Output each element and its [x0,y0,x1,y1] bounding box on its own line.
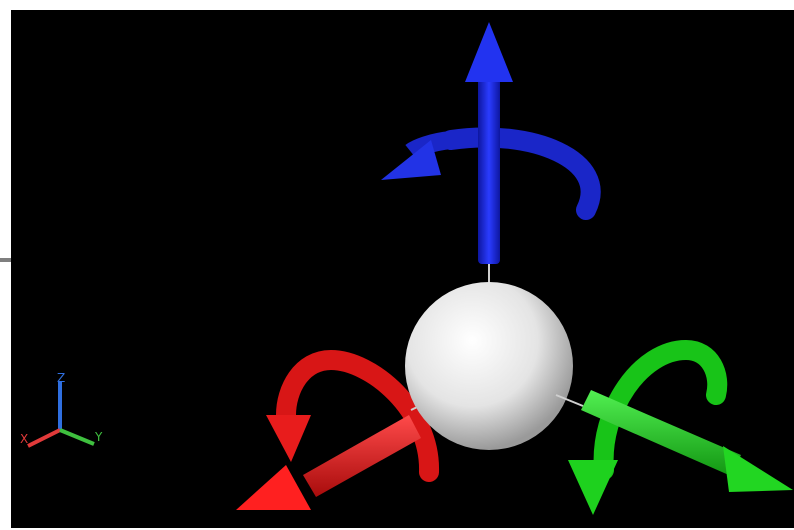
viewport-edge-marker [0,258,11,262]
x-axis-arrowhead[interactable] [236,465,311,510]
y-axis-rotate-arrowhead[interactable] [568,460,618,515]
ucs-x-axis [28,430,60,446]
ucs-y-label: Y [94,430,103,444]
ucs-y-axis [60,430,94,444]
z-axis-move-arrow[interactable] [465,22,513,295]
z-axis-arrowhead[interactable] [465,22,513,82]
x-axis-rotate-arrowhead[interactable] [266,415,311,462]
y-axis-arrowhead[interactable] [723,446,793,492]
ucs-icon: Z X Y [20,371,103,446]
3d-viewport[interactable]: Z X Y [11,10,794,528]
ucs-x-label: X [20,432,28,446]
ucs-z-label: Z [57,371,65,385]
center-sphere-handle[interactable] [405,282,573,450]
gizmo-canvas: Z X Y [11,10,794,528]
